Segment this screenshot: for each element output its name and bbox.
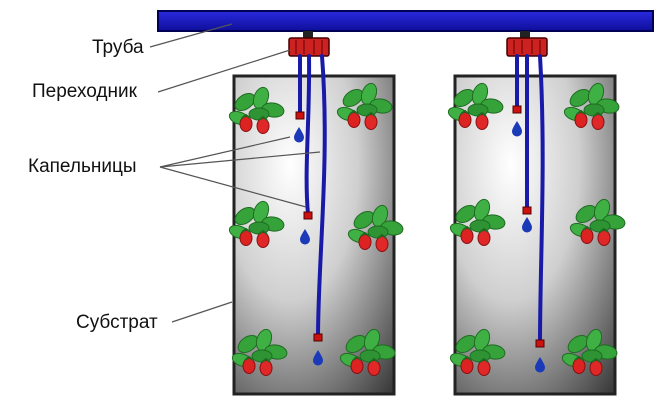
drippers-bag-2: [512, 105, 545, 348]
pipe: [157, 10, 654, 32]
label-adapter: Переходник: [32, 81, 137, 102]
tubes-bag-1: [298, 54, 327, 340]
leader-lines: [149, 23, 321, 323]
dripper: [313, 333, 323, 342]
label-substrate: Субстрат: [76, 312, 158, 333]
dripper: [512, 105, 522, 114]
dripper: [303, 211, 313, 220]
adapter-2: [506, 31, 548, 57]
label-pipe: Труба: [92, 37, 144, 58]
adapter-1: [288, 31, 330, 57]
drippers-bag-1: [295, 111, 323, 342]
dripper: [535, 339, 545, 348]
dripper: [295, 111, 305, 120]
dripper: [522, 206, 532, 215]
tubes-bag-2: [515, 54, 545, 346]
label-drippers: Капельницы: [28, 156, 137, 177]
